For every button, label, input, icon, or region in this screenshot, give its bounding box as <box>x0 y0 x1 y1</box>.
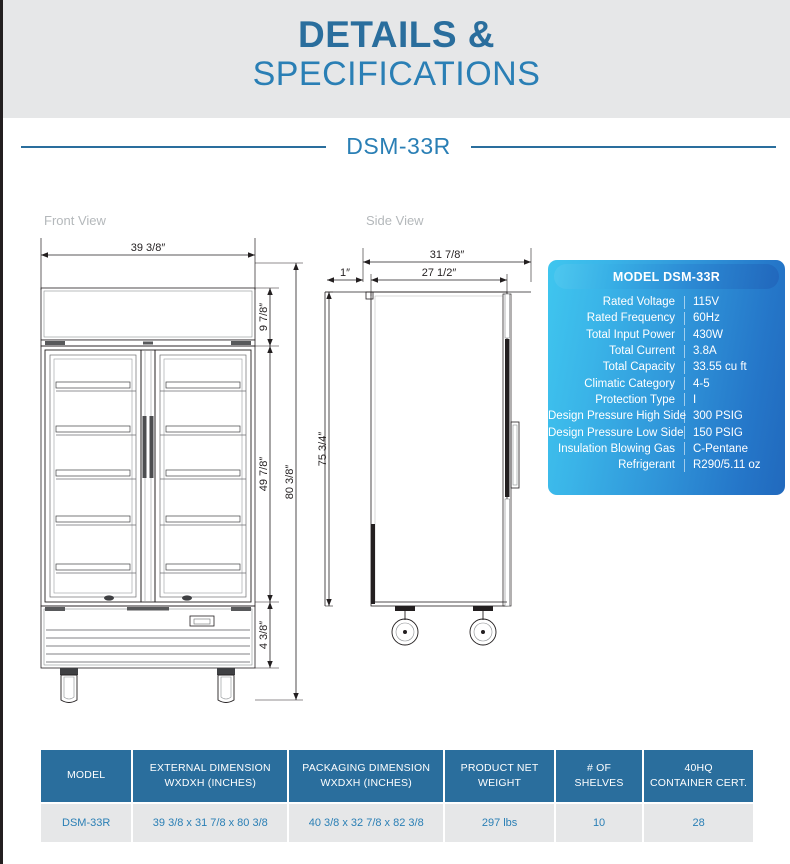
spec-row: Refrigerant R290/5.11 oz <box>548 457 775 473</box>
spec-row: Total Current 3.8A <box>548 343 775 359</box>
table-header-external-line1: EXTERNAL DIMENSION <box>149 761 271 774</box>
cell-packaging-dimension: 40 3/8 x 32 7/8 x 82 3/8 <box>289 804 444 842</box>
table-header-weight-line2: WEIGHT <box>477 777 522 789</box>
spec-row-value: I <box>693 393 697 406</box>
spec-row: Total Input Power 430W <box>548 327 775 343</box>
spec-row-value: 33.55 cu ft <box>693 361 747 374</box>
spec-row: Climatic Category 4-5 <box>548 375 775 391</box>
table-header-cert-line2: CONTAINER CERT. <box>650 777 748 789</box>
spec-row-label: Total Capacity <box>602 361 675 374</box>
side-view-label: Side View <box>366 213 424 228</box>
front-dim-total: 80 3/8″ <box>284 465 296 500</box>
spec-row: Design Pressure High Side 300 PSIG <box>548 408 775 424</box>
spec-row: Rated Frequency 60Hz <box>548 310 775 326</box>
cell-net-weight: 297 lbs <box>445 804 554 842</box>
spec-row-value: R290/5.11 oz <box>693 459 761 472</box>
specifications-table: MODEL EXTERNAL DIMENSION WXDXH (INCHES) … <box>39 748 755 844</box>
rule-line-left <box>21 145 327 148</box>
spec-row-label: Total Current <box>609 345 675 358</box>
spec-row-divider <box>684 328 685 342</box>
spec-row-divider <box>684 360 685 374</box>
spec-row-value: 4-5 <box>693 377 710 390</box>
table-header-packaging-dimension: PACKAGING DIMENSION WXDXH (INCHES) <box>289 750 444 802</box>
page-title: DETAILS & SPECIFICATIONS <box>3 16 790 91</box>
table-header-model-line1: MODEL <box>66 769 106 782</box>
table-header-net-weight: PRODUCT NET WEIGHT <box>445 750 554 802</box>
page-title-line2: SPECIFICATIONS <box>252 55 541 93</box>
spec-row: Total Capacity 33.55 cu ft <box>548 359 775 375</box>
spec-row-value: 150 PSIG <box>693 426 743 439</box>
front-dim-base: 4 3/8″ <box>258 621 270 649</box>
spec-row-label: Rated Frequency <box>586 312 675 325</box>
spec-row-label: Insulation Blowing Gas <box>558 442 675 455</box>
table-header-shelves: # OF SHELVES <box>555 750 643 802</box>
spec-row: Design Pressure Low Side 150 PSIG <box>548 424 775 440</box>
table-header-row: MODEL EXTERNAL DIMENSION WXDXH (INCHES) … <box>41 750 753 802</box>
spec-row-label: Rated Voltage <box>602 296 675 309</box>
model-name: DSM-33R <box>346 133 451 159</box>
side-view-drawing: 31 7/8″ 27 1/2″ 1″ 75 3/4″ <box>315 234 550 719</box>
spec-row-value: 60Hz <box>693 312 720 325</box>
spec-row-label: Protection Type <box>595 393 675 406</box>
spec-row-value: C-Pentane <box>693 442 748 455</box>
side-dim-depth-total: 31 7/8″ <box>430 249 465 261</box>
front-view-drawing: 39 3/8″ 9 7/8″ 49 7/8″ 4 3/8″ 80 3/8″ <box>27 234 312 719</box>
spec-row-value: 300 PSIG <box>693 410 743 423</box>
spec-row-divider <box>684 458 685 472</box>
table-header-shelves-line2: SHELVES <box>574 777 624 789</box>
table-header-packaging-line2: WXDXH (INCHES) <box>320 777 412 789</box>
spec-row-value: 430W <box>693 328 724 341</box>
spec-row-label: Design Pressure High Side <box>548 410 687 423</box>
side-dim-handle-offset: 1″ <box>340 267 350 279</box>
table-header-external-line2: WXDXH (INCHES) <box>164 777 257 789</box>
front-view-label: Front View <box>44 213 106 228</box>
spec-row-label: Design Pressure Low Side <box>548 426 684 439</box>
front-dim-canopy: 9 7/8″ <box>258 303 270 331</box>
cell-model: DSM-33R <box>41 804 132 842</box>
spec-row-value: 3.8A <box>693 345 717 358</box>
table-header-container-cert: 40HQ CONTAINER CERT. <box>644 750 753 802</box>
table-header-model: MODEL <box>41 750 132 802</box>
spec-row-divider <box>684 377 685 391</box>
spec-row-divider <box>684 426 685 440</box>
table-row: DSM-33R 39 3/8 x 31 7/8 x 80 3/8 40 3/8 … <box>41 804 753 842</box>
table-header-cert-line1: 40HQ <box>684 761 713 774</box>
spec-panel: MODEL DSM-33R Rated Voltage 115V Rated F… <box>548 260 785 495</box>
spec-row: Rated Voltage 115V <box>548 294 775 310</box>
front-dim-door: 49 7/8″ <box>258 457 270 492</box>
spec-row-divider <box>684 442 685 456</box>
model-rule: DSM-33R <box>3 133 790 160</box>
cell-shelves: 10 <box>555 804 643 842</box>
page-title-line1: DETAILS & <box>297 14 496 55</box>
table-header-packaging-line1: PACKAGING DIMENSION <box>302 761 431 774</box>
spec-row-divider <box>684 311 685 325</box>
side-dim-body-height: 75 3/4″ <box>317 432 329 467</box>
table-header-shelves-line1: # OF <box>587 761 612 774</box>
cell-container-cert: 28 <box>644 804 753 842</box>
spec-panel-header-text: MODEL DSM-33R <box>612 269 721 284</box>
spec-row-divider <box>684 344 685 358</box>
side-dim-body-depth: 27 1/2″ <box>422 267 457 279</box>
front-dim-width: 39 3/8″ <box>131 242 166 254</box>
spec-row-divider <box>684 393 685 407</box>
table-header-external-dimension: EXTERNAL DIMENSION WXDXH (INCHES) <box>133 750 288 802</box>
spec-row-label: Climatic Category <box>584 377 675 390</box>
rule-line-right <box>470 145 776 148</box>
header-band <box>3 0 790 118</box>
spec-row: Protection Type I <box>548 392 775 408</box>
spec-row: Insulation Blowing Gas C-Pentane <box>548 441 775 457</box>
cell-external-dimension: 39 3/8 x 31 7/8 x 80 3/8 <box>133 804 288 842</box>
spec-row-divider <box>684 295 685 309</box>
spec-row-label: Total Input Power <box>586 328 675 341</box>
spec-panel-header: MODEL DSM-33R <box>554 264 779 289</box>
spec-row-divider <box>684 409 685 423</box>
spec-panel-rows: Rated Voltage 115V Rated Frequency 60Hz … <box>548 294 785 473</box>
table-header-weight-line1: PRODUCT NET <box>460 761 539 774</box>
spec-row-label: Refrigerant <box>618 459 675 472</box>
spec-row-value: 115V <box>693 296 720 309</box>
